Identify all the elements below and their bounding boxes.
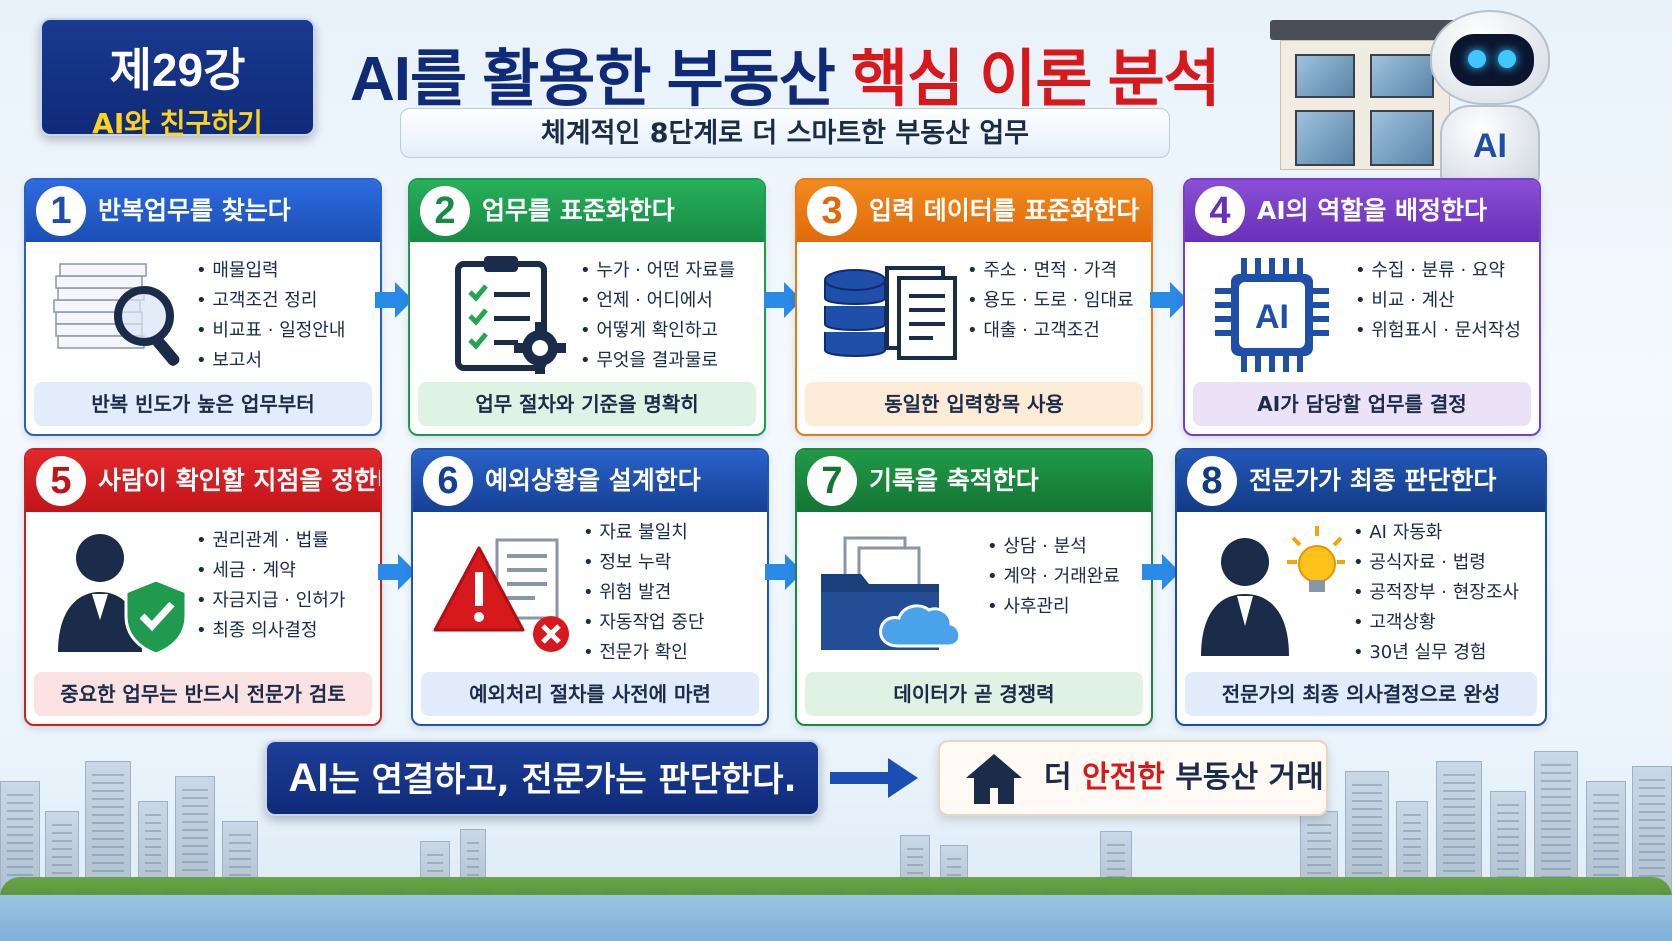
arrow-right-icon — [378, 554, 416, 590]
page-title: AI를 활용한 부동산 핵심 이론 분석 — [350, 28, 1230, 114]
database-document-icon — [815, 252, 965, 380]
bullet-item: 고객조건 정리 — [196, 286, 345, 316]
person-shield-icon — [44, 522, 194, 656]
bullet-item: 대출 · 고객조건 — [967, 316, 1134, 346]
step-card-7: 7 기록을 축적한다 상담 · 분석 계약 · 거래완료 사후관리 데이터가 곧 … — [795, 448, 1153, 726]
bullet-item: 보고서 — [196, 346, 345, 376]
motto-banner: AI는 연결하고, 전문가는 판단한다. — [265, 740, 820, 816]
step-number: 2 — [420, 186, 470, 236]
bullet-item: 고객상황 — [1353, 608, 1519, 638]
step-title: 예외상황을 설계한다 — [485, 466, 701, 495]
bullet-item: 자료 불일치 — [583, 518, 704, 548]
motto-ai: AI — [288, 756, 329, 800]
step-card-6: 6 예외상황을 설계한다 자료 불일치 정보 누락 위험 발견 자동작업 중단 전… — [411, 448, 769, 726]
documents-magnifier-icon — [44, 252, 194, 380]
step-footer: 업무 절차와 기준을 명확히 — [418, 382, 756, 426]
bullet-item: 수집 · 분류 · 요약 — [1355, 256, 1521, 286]
title-part-1: AI를 활용한 부동산 — [350, 45, 851, 114]
page-subtitle: 체계적인 8단계로 더 스마트한 부동산 업무 — [400, 108, 1170, 158]
bullet-item: AI 자동화 — [1353, 518, 1519, 548]
result-text: 더 안전한 부동산 거래 — [1044, 742, 1324, 814]
expert-lightbulb-icon — [1195, 522, 1347, 656]
folder-cloud-icon — [815, 522, 965, 650]
house-icon — [966, 754, 1022, 804]
step-title: 업무를 표준화한다 — [482, 196, 675, 225]
bullet-item: 위험표시 · 문서작성 — [1355, 316, 1521, 346]
bullet-item: 30년 실무 경험 — [1353, 638, 1519, 668]
step-title: 전문가가 최종 판단한다 — [1249, 466, 1497, 495]
robot-label: AI — [1473, 127, 1507, 165]
arrow-right-icon — [764, 282, 802, 318]
step-footer: 전문가의 최종 의사결정으로 완성 — [1185, 672, 1537, 716]
robot-mascot: AI — [1420, 10, 1580, 185]
step-card-3: 3 입력 데이터를 표준화한다 주소 · 면적 · 가격 용도 · 도로 · 임대… — [795, 178, 1153, 436]
step-footer: 동일한 입력항목 사용 — [805, 382, 1143, 426]
ai-chip-icon: AI — [1203, 252, 1353, 380]
arrow-right-icon — [375, 282, 413, 318]
bullet-item: 언제 · 어디에서 — [580, 286, 735, 316]
arrow-right-icon — [830, 758, 918, 798]
step-title: AI의 역할을 배정한다 — [1257, 196, 1488, 225]
step-number: 7 — [807, 456, 857, 506]
bullet-item: 계약 · 거래완료 — [987, 562, 1120, 592]
step-footer: 중요한 업무는 반드시 전문가 검토 — [34, 672, 372, 716]
step-number: 3 — [807, 186, 857, 236]
step-number: 1 — [36, 186, 86, 236]
step-footer: 데이터가 곧 경쟁력 — [805, 672, 1143, 716]
step-card-8: 8 전문가가 최종 판단한다 AI 자동화 공식자료 · 법령 공적장부 · 현장… — [1175, 448, 1547, 726]
bullet-item: 자동작업 중단 — [583, 608, 704, 638]
arrow-right-icon — [765, 554, 803, 590]
bullet-item: 비교표 · 일정안내 — [196, 316, 345, 346]
result-box: 더 안전한 부동산 거래 — [938, 740, 1328, 816]
city-skyline-background — [0, 741, 1672, 941]
lesson-number: 제29강 — [109, 44, 246, 96]
step-footer: AI가 담당할 업무를 결정 — [1193, 382, 1531, 426]
arrow-right-icon — [1142, 554, 1180, 590]
bullet-item: 정보 누락 — [583, 548, 704, 578]
step-title: 사람이 확인할 지점을 정한다 — [98, 466, 382, 495]
lesson-badge: 제29강 AI와 친구하기 — [40, 18, 315, 140]
bullet-item: 매물입력 — [196, 256, 345, 286]
bullet-item: 위험 발견 — [583, 578, 704, 608]
warning-error-icon — [431, 522, 581, 652]
step-number: 8 — [1187, 456, 1237, 506]
bullet-item: 최종 의사결정 — [196, 616, 345, 646]
bullet-item: 사후관리 — [987, 592, 1120, 622]
step-card-5: 5 사람이 확인할 지점을 정한다 권리관계 · 법률 세금 · 계약 자금지급 … — [24, 448, 382, 726]
step-card-2: 2 업무를 표준화한다 누가 · 어떤 자료를 언제 · 어디에서 어떻게 확인하… — [408, 178, 766, 436]
bullet-item: 전문가 확인 — [583, 638, 704, 668]
arrow-right-icon — [1150, 282, 1188, 318]
result-suffix: 부동산 거래 — [1164, 760, 1324, 795]
step-title: 반복업무를 찾는다 — [98, 196, 291, 225]
result-prefix: 더 — [1044, 760, 1083, 795]
bullet-item: 주소 · 면적 · 가격 — [967, 256, 1134, 286]
step-number: 6 — [423, 456, 473, 506]
clipboard-gear-icon — [428, 252, 578, 380]
step-footer: 예외처리 절차를 사전에 마련 — [421, 672, 759, 716]
house-illustration — [1270, 20, 1460, 170]
result-highlight: 안전한 — [1082, 760, 1165, 795]
bullet-item: 누가 · 어떤 자료를 — [580, 256, 735, 286]
step-card-1: 1 반복업무를 찾는다 매물입력 고객조건 정리 비교표 · 일정안내 보고서 반… — [24, 178, 382, 436]
step-number: 5 — [36, 456, 86, 506]
bullet-item: 세금 · 계약 — [196, 556, 345, 586]
step-card-4: 4 AI의 역할을 배정한다 AI 수집 · 분류 · 요약 비교 · 계산 위험… — [1183, 178, 1541, 436]
bullet-item: 자금지급 · 인허가 — [196, 586, 345, 616]
motto-text: 는 연결하고, 전문가는 판단한다. — [328, 760, 797, 800]
bullet-item: 상담 · 분석 — [987, 532, 1120, 562]
bullet-item: 공적장부 · 현장조사 — [1353, 578, 1519, 608]
step-footer: 반복 빈도가 높은 업무부터 — [34, 382, 372, 426]
bullet-item: 용도 · 도로 · 임대료 — [967, 286, 1133, 316]
step-number: 4 — [1195, 186, 1245, 236]
step-title: 입력 데이터를 표준화한다 — [869, 196, 1140, 225]
step-title: 기록을 축적한다 — [869, 466, 1039, 495]
bullet-item: 무엇을 결과물로 — [580, 346, 735, 376]
title-highlight: 핵심 이론 분석 — [850, 45, 1221, 114]
bullet-item: 공식자료 · 법령 — [1353, 548, 1519, 578]
chip-label: AI — [1255, 298, 1289, 336]
bullet-item: 비교 · 계산 — [1355, 286, 1521, 316]
lesson-subtitle: AI와 친구하기 — [92, 107, 263, 140]
bullet-item: 어떻게 확인하고 — [580, 316, 735, 346]
bullet-item: 권리관계 · 법률 — [196, 526, 345, 556]
